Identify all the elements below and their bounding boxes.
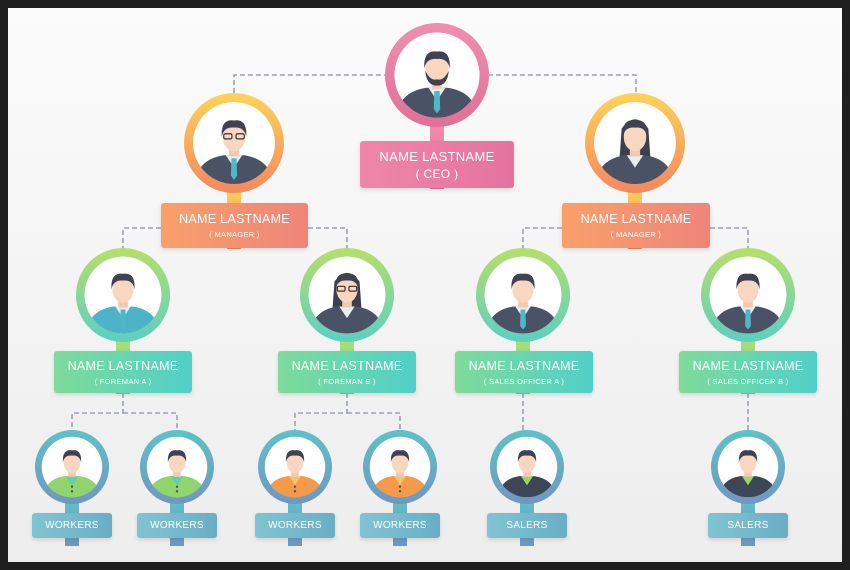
person-role: ( SALES OFFICER B ) — [707, 376, 789, 386]
person-name: SALERS — [727, 520, 769, 531]
person-avatar-icon — [84, 256, 162, 334]
person-name: NAME LASTNAME — [379, 148, 495, 164]
connector-line — [710, 227, 749, 248]
person-avatar-icon — [41, 436, 103, 498]
person-name: NAME LASTNAME — [67, 358, 179, 373]
person-avatar-icon — [193, 102, 275, 184]
person-avatar-icon — [484, 256, 562, 334]
label-mgr-a[interactable]: NAME LASTNAME ( MANAGER ) — [161, 203, 308, 248]
label-sb[interactable]: NAME LASTNAME ( SALES OFFICER B ) — [679, 351, 817, 393]
label-s1[interactable]: SALERS — [487, 513, 567, 538]
person-name: NAME LASTNAME — [291, 358, 403, 373]
connector-line — [71, 393, 124, 430]
person-avatar-icon — [709, 256, 787, 334]
person-name: WORKERS — [150, 520, 204, 531]
org-chart: NAME LASTNAME ( CEO ) NAME LASTNAME ( MANAG… — [8, 8, 842, 562]
label-sa[interactable]: NAME LASTNAME ( SALES OFFICER A ) — [455, 351, 593, 393]
node-mgr-a[interactable] — [184, 93, 284, 249]
person-name: NAME LASTNAME — [468, 358, 580, 373]
connector-line — [294, 393, 348, 430]
connector-line — [308, 227, 348, 248]
person-avatar-icon — [717, 436, 779, 498]
node-sa[interactable] — [476, 248, 570, 394]
person-role: ( FOREMAN B ) — [318, 376, 376, 386]
person-role: ( CEO ) — [415, 166, 459, 181]
label-w4[interactable]: WORKERS — [360, 513, 440, 538]
label-fa[interactable]: NAME LASTNAME ( FOREMAN A ) — [54, 351, 192, 393]
person-name: NAME LASTNAME — [580, 212, 692, 226]
person-name: WORKERS — [268, 520, 322, 531]
label-w1[interactable]: WORKERS — [32, 513, 112, 538]
node-fb[interactable] — [300, 248, 394, 394]
person-name: WORKERS — [45, 520, 99, 531]
label-mgr-b[interactable]: NAME LASTNAME ( MANAGER ) — [562, 203, 710, 248]
person-name: NAME LASTNAME — [179, 212, 290, 226]
person-role: ( FOREMAN A ) — [94, 376, 152, 386]
person-role: ( SALES OFFICER A ) — [483, 376, 565, 386]
person-name: SALERS — [506, 520, 548, 531]
label-ceo[interactable]: NAME LASTNAME ( CEO ) — [360, 141, 514, 188]
org-chart-graphics — [35, 23, 795, 546]
person-avatar-icon — [594, 102, 676, 184]
node-fa[interactable] — [76, 248, 170, 394]
person-avatar-icon — [496, 436, 558, 498]
person-role: ( MANAGER ) — [209, 230, 260, 239]
connector-line — [122, 227, 161, 248]
label-fb[interactable]: NAME LASTNAME ( FOREMAN B ) — [278, 351, 416, 393]
person-name: WORKERS — [373, 520, 427, 531]
person-name: NAME LASTNAME — [692, 358, 804, 373]
connector-line — [347, 412, 401, 430]
label-w2[interactable]: WORKERS — [137, 513, 217, 538]
connector-line — [522, 227, 562, 248]
person-avatar-icon — [146, 436, 208, 498]
node-sb[interactable] — [701, 248, 795, 394]
person-avatar-icon — [394, 32, 480, 118]
node-w2[interactable] — [140, 430, 214, 546]
person-role: ( MANAGER ) — [610, 230, 662, 239]
person-avatar-icon — [264, 436, 326, 498]
node-s2[interactable] — [711, 430, 785, 546]
person-avatar-icon — [308, 256, 386, 334]
label-w3[interactable]: WORKERS — [255, 513, 335, 538]
connector-line — [123, 412, 178, 430]
label-s2[interactable]: SALERS — [708, 513, 788, 538]
person-avatar-icon — [369, 436, 431, 498]
node-ceo[interactable] — [385, 23, 489, 189]
